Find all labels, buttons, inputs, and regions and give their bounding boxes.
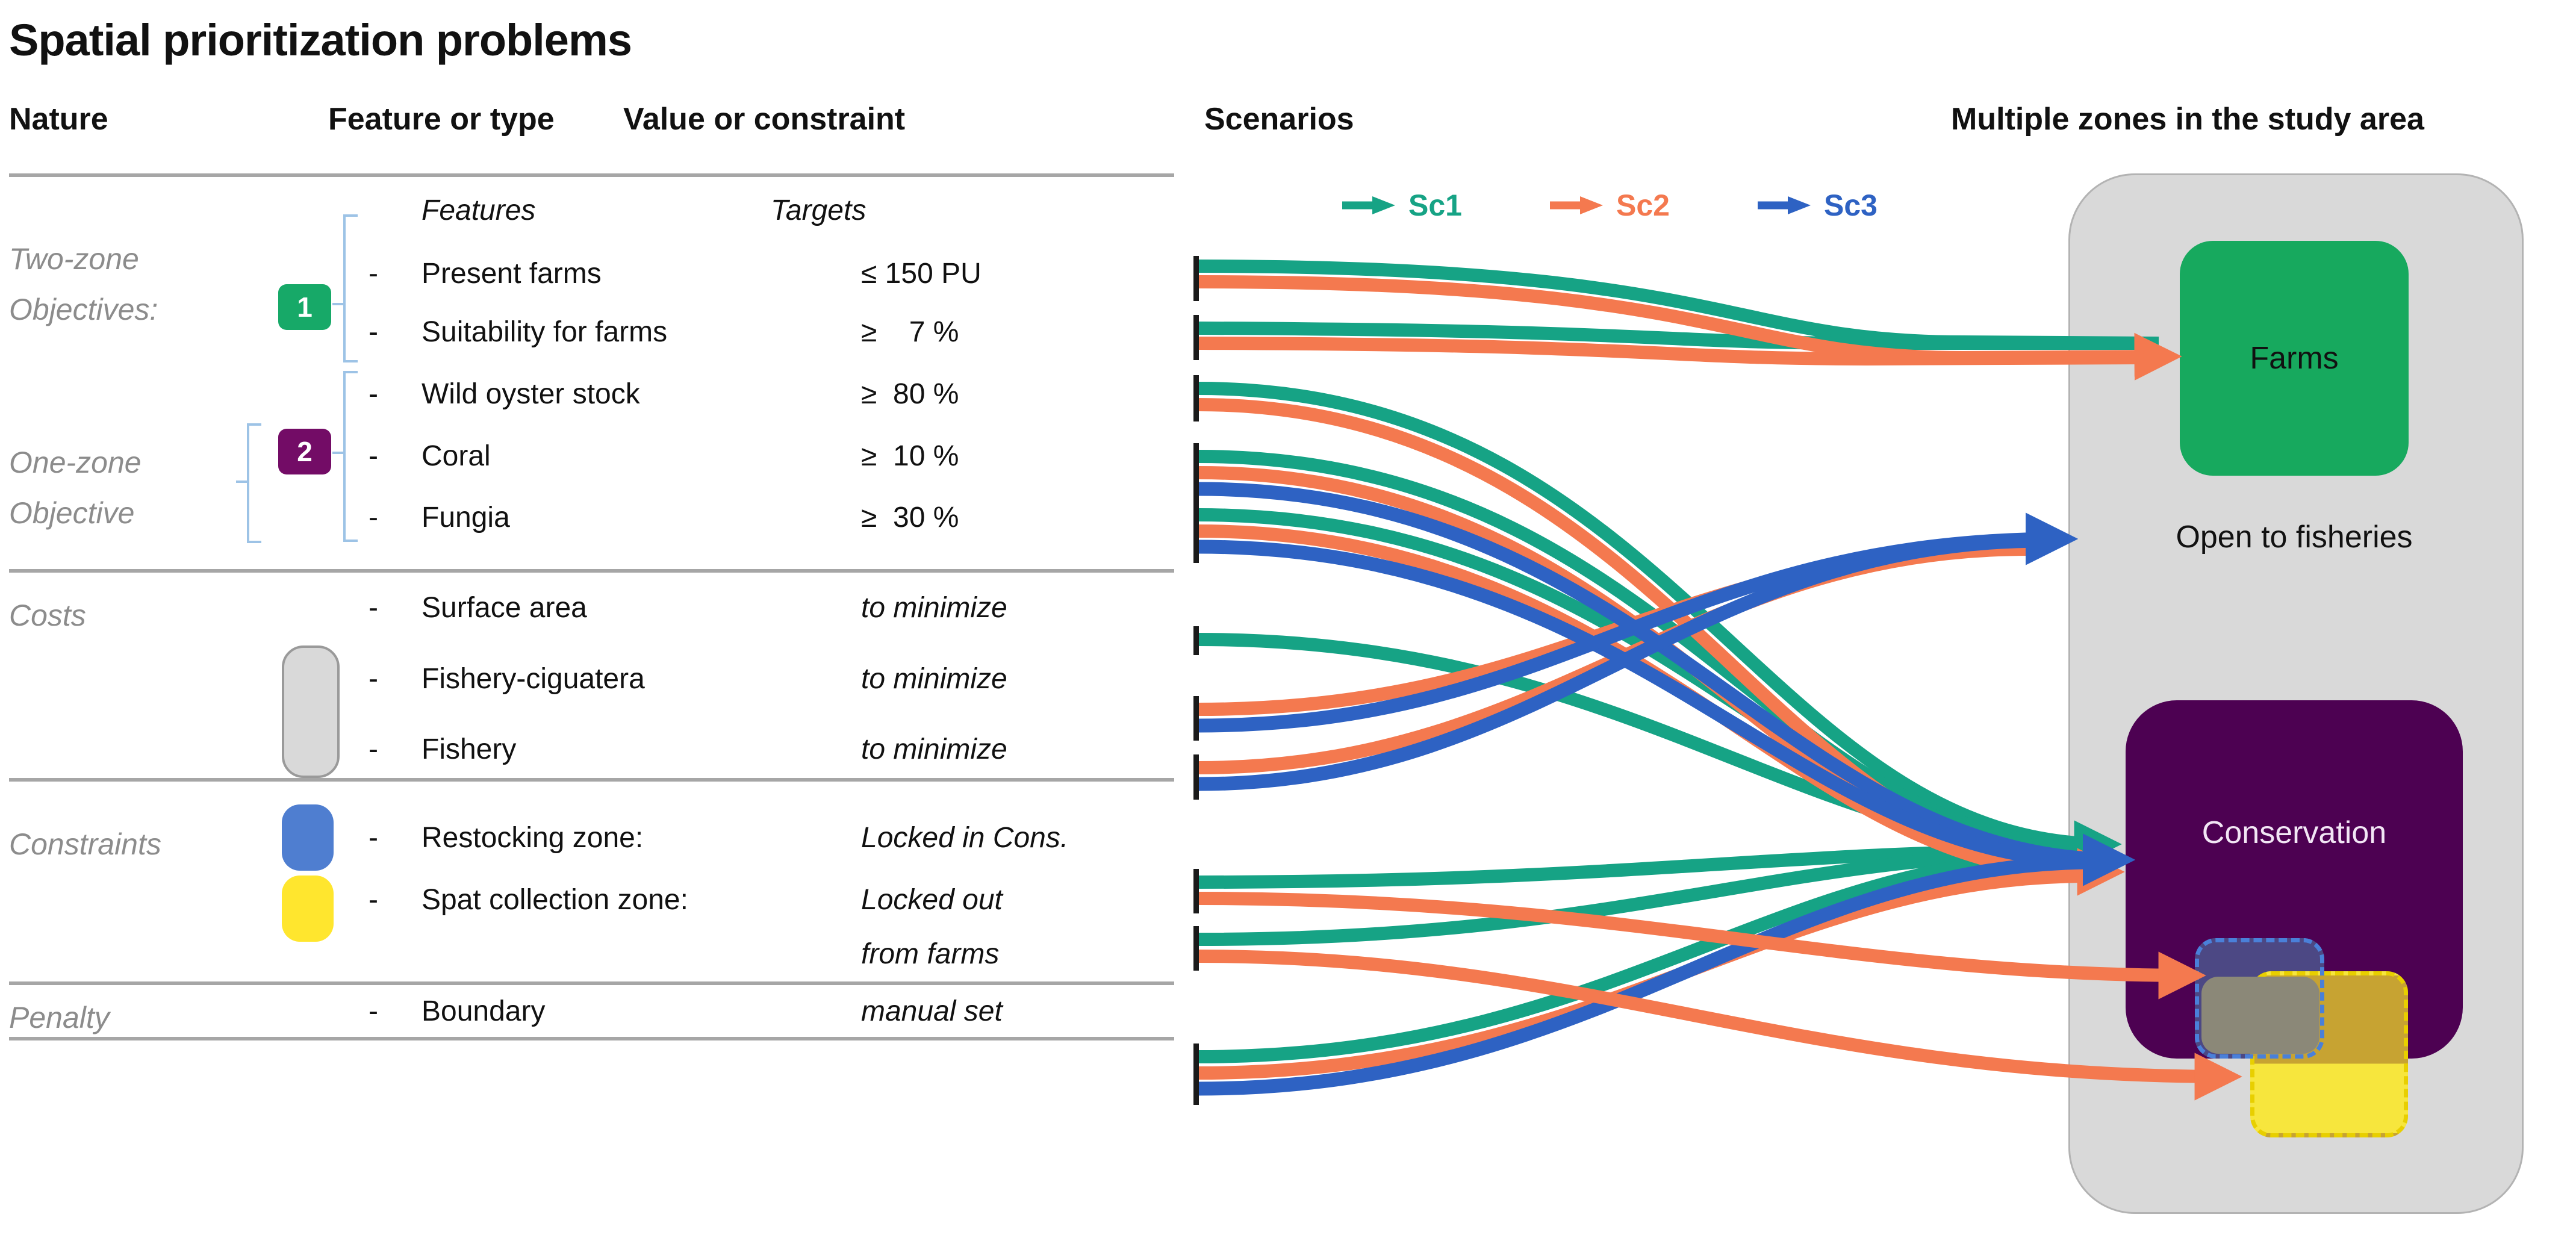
subheader-features: Features: [422, 194, 536, 226]
column-header-value: Value or constraint: [623, 102, 906, 137]
row-dash: -: [369, 884, 378, 916]
flow-source-ticks: [1193, 256, 1199, 1105]
row-dash: -: [369, 316, 378, 348]
bracket-one-zone-outer: [236, 423, 261, 543]
legend-label-sc1: Sc1: [1408, 188, 1462, 222]
sc1-flow-ribbons: [1198, 260, 2159, 1063]
farms-zone-box: Farms: [2180, 241, 2409, 476]
group-one-zone: One-zone Objective: [9, 437, 142, 538]
feature-fishery-ciguatera: Fishery-ciguatera: [422, 663, 645, 695]
row-dash: -: [369, 733, 378, 765]
group-costs: Costs: [9, 599, 86, 632]
sc3-flow-ribbons: [1198, 482, 2136, 1096]
divider-top: [9, 173, 1174, 177]
row-dash: -: [369, 258, 378, 290]
feature-spat-zone: Spat collection zone:: [422, 884, 688, 916]
target-spat-zone-line2: from farms: [861, 938, 1000, 970]
legend-item-sc3: Sc3: [1755, 188, 1878, 223]
row-dash: -: [369, 592, 378, 624]
target-fishery: to minimize: [861, 733, 1007, 765]
sc1-arrow-icon: [1342, 196, 1395, 214]
bracket-one-zone: [332, 371, 358, 542]
row-dash: -: [369, 663, 378, 695]
target-fungia: ≥ 30 %: [861, 502, 959, 533]
sc3-arrow-icon: [1758, 196, 1811, 214]
group-one-zone-line1: One-zone: [9, 446, 142, 479]
divider-bottom: [9, 1037, 1174, 1040]
legend-item-sc2: Sc2: [1548, 188, 1670, 223]
row-dash: -: [369, 378, 378, 410]
target-present-farms: ≤ 150 PU: [861, 258, 982, 290]
legend-label-sc3: Sc3: [1824, 188, 1878, 222]
target-spat-zone-line1: Locked out: [861, 884, 1003, 916]
column-header-scenarios: Scenarios: [1204, 102, 1354, 137]
conservation-zone-label: Conservation: [2201, 815, 2387, 850]
open-to-fisheries-label: Open to fisheries: [2176, 520, 2413, 555]
group-one-zone-line2: Objective: [9, 496, 135, 530]
column-header-nature: Nature: [9, 102, 108, 137]
row-dash: -: [369, 995, 378, 1027]
page-title: Spatial prioritization problems: [9, 15, 632, 65]
column-header-zones: Multiple zones in the study area: [1951, 102, 2424, 137]
feature-fishery: Fishery: [422, 733, 517, 765]
target-fishery-ciguatera: to minimize: [861, 663, 1007, 695]
divider-costs: [9, 569, 1174, 573]
feature-boundary: Boundary: [422, 995, 546, 1027]
target-suitability: ≥ 7 %: [861, 316, 959, 348]
restocking-subzone-border: [2195, 938, 2324, 1059]
restocking-zone-icon: [282, 804, 334, 871]
objective-badge-2-number: 2: [297, 436, 313, 467]
subheader-targets: Targets: [771, 194, 866, 226]
objective-badge-1: 1: [278, 284, 331, 330]
feature-fungia: Fungia: [422, 502, 510, 533]
sc2-arrow-icon: [1550, 196, 1603, 214]
target-boundary: manual set: [861, 995, 1003, 1027]
target-surface-area: to minimize: [861, 592, 1007, 624]
feature-restocking-zone: Restocking zone:: [422, 822, 644, 854]
target-coral: ≥ 10 %: [861, 440, 959, 472]
group-penalty: Penalty: [9, 1001, 110, 1034]
cost-zone-icon: [282, 645, 340, 778]
feature-coral: Coral: [422, 440, 491, 472]
divider-penalty: [9, 981, 1174, 985]
bracket-two-zone: [332, 214, 358, 362]
objective-badge-2: 2: [278, 429, 331, 474]
feature-surface-area: Surface area: [422, 592, 587, 624]
target-restocking-zone: Locked in Cons.: [861, 822, 1069, 854]
group-constraints: Constraints: [9, 827, 161, 861]
spat-zone-icon: [282, 876, 334, 942]
legend-label-sc2: Sc2: [1616, 188, 1670, 222]
row-dash: -: [369, 440, 378, 472]
group-two-zone-line2: Objectives:: [9, 293, 158, 326]
feature-wild-oyster: Wild oyster stock: [422, 378, 640, 410]
group-two-zone-line1: Two-zone: [9, 242, 139, 276]
farms-zone-label: Farms: [2250, 341, 2339, 376]
target-wild-oyster: ≥ 80 %: [861, 378, 959, 410]
column-header-feature: Feature or type: [328, 102, 555, 137]
feature-suitability: Suitability for farms: [422, 316, 668, 348]
group-two-zone: Two-zone Objectives:: [9, 234, 158, 335]
row-dash: -: [369, 502, 378, 533]
divider-constraints: [9, 778, 1174, 782]
feature-present-farms: Present farms: [422, 258, 602, 290]
row-dash: -: [369, 822, 378, 854]
objective-badge-1-number: 1: [297, 291, 313, 323]
sc2-flow-ribbons: [1198, 275, 2182, 1080]
legend-item-sc1: Sc1: [1340, 188, 1462, 223]
